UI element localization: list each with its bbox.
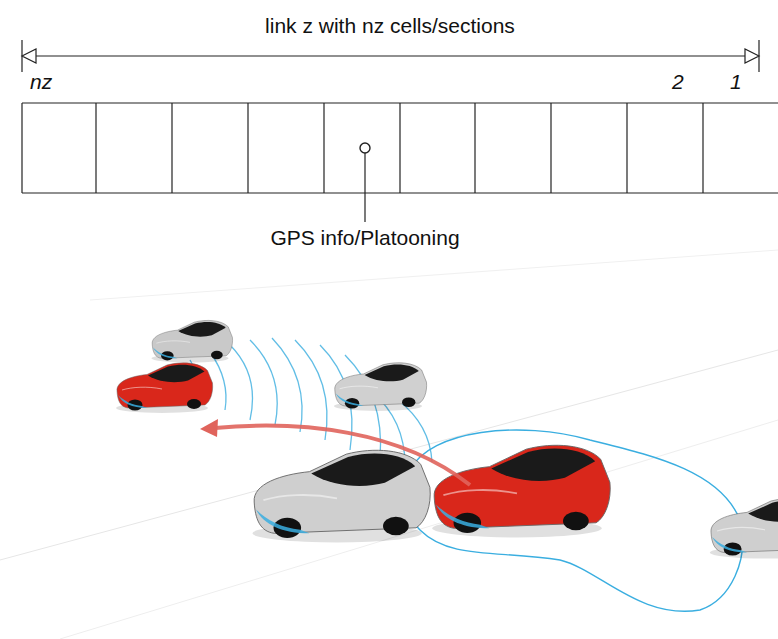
cell-index: nz (30, 70, 52, 94)
gps-label: GPS info/Platooning (270, 226, 459, 250)
link-title: link z with nz cells/sections (261, 14, 519, 38)
cell-index: 1 (730, 70, 742, 94)
cell-index: 2 (672, 70, 684, 94)
